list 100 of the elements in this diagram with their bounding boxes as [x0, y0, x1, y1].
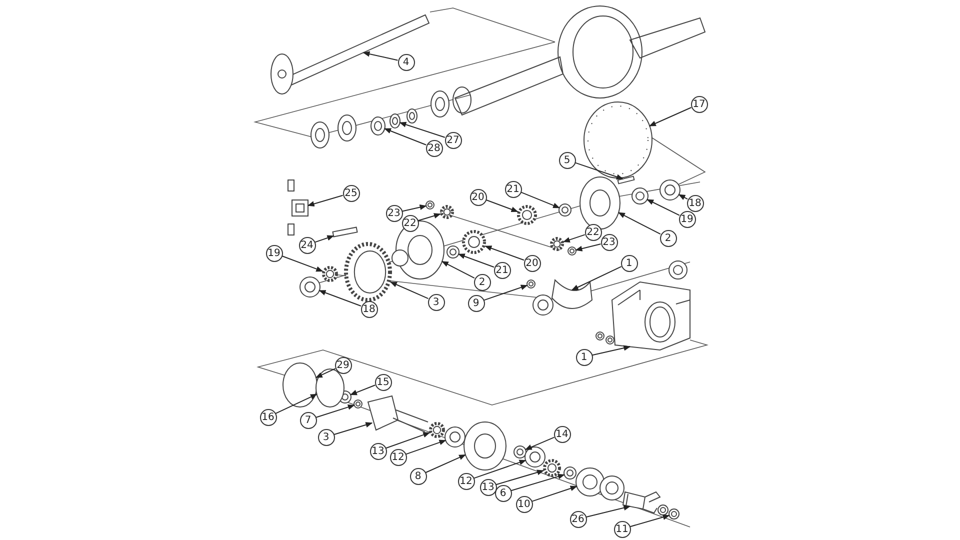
- leader-line: [520, 192, 560, 208]
- callout-number: 19: [678, 210, 696, 228]
- bearing: [370, 116, 386, 136]
- leader-line: [458, 254, 494, 268]
- bolt: [617, 176, 635, 184]
- leader-line: [648, 107, 692, 126]
- pinion-housing: [464, 422, 506, 470]
- axle-housing: [452, 6, 706, 116]
- callout-number: 1: [620, 254, 638, 272]
- callout-number: 12: [390, 448, 406, 466]
- leader-line: [402, 204, 427, 212]
- yoke: [622, 491, 661, 514]
- callout-number: 2: [660, 230, 676, 246]
- leader-line: [418, 213, 441, 222]
- leader-line: [282, 256, 324, 272]
- bearing-cup: [532, 294, 554, 316]
- leader-line: [386, 432, 430, 449]
- leader-line: [307, 194, 344, 207]
- bearing-cap: [552, 280, 592, 309]
- nut: [568, 246, 576, 256]
- callout-number: 8: [410, 468, 426, 484]
- leader-line: [510, 474, 565, 492]
- leader-line: [562, 234, 586, 242]
- callout-number: 13: [370, 442, 386, 460]
- callout-number: 22: [402, 214, 418, 232]
- gear: [517, 205, 537, 225]
- leader-line: [390, 282, 429, 300]
- leader-line: [315, 368, 336, 378]
- callout-number: 23: [386, 204, 402, 222]
- callout-number: 18: [360, 300, 378, 318]
- leader-line: [592, 345, 631, 356]
- seal-retainer: [430, 90, 450, 118]
- case-hub: [392, 250, 408, 266]
- ring-gear: [344, 242, 392, 302]
- bearing-cup: [524, 446, 546, 468]
- leader-line: [586, 505, 631, 518]
- washer: [390, 114, 400, 128]
- callout-number: 3: [318, 428, 334, 446]
- washer: [558, 204, 572, 216]
- nut: [668, 508, 680, 520]
- gasket: [584, 102, 652, 178]
- leader-line: [441, 260, 475, 279]
- gear: [462, 230, 486, 254]
- seal-retainer: [338, 114, 356, 142]
- callout-number: 1: [576, 348, 592, 366]
- leader-line: [384, 128, 427, 146]
- leader-line: [350, 384, 376, 396]
- leader-line: [314, 235, 334, 243]
- leader-line: [318, 290, 362, 306]
- leader-line: [532, 486, 578, 502]
- axle-shaft: [270, 14, 430, 94]
- leader-line: [496, 470, 544, 486]
- leader-line: [678, 194, 688, 200]
- leader-line: [630, 514, 670, 528]
- gear: [322, 266, 338, 282]
- leader-line: [474, 460, 526, 479]
- callout-number: 15: [374, 374, 392, 390]
- callout-number: 10: [516, 496, 532, 512]
- flange: [600, 476, 624, 500]
- callout-number: 12: [458, 472, 474, 490]
- bearing: [514, 446, 526, 458]
- leader-line: [334, 422, 373, 435]
- callout-number: 28: [426, 140, 442, 156]
- gear: [550, 237, 564, 251]
- gasket: [282, 362, 318, 408]
- gear: [440, 205, 454, 219]
- leader-line: [646, 199, 680, 216]
- callout-number: 20: [470, 188, 486, 206]
- callout-number: 5: [558, 152, 576, 168]
- callout-number: 9: [468, 294, 484, 312]
- washer: [564, 466, 576, 480]
- leader-line: [618, 212, 661, 235]
- callout-number: 29: [334, 356, 352, 374]
- callout-number: 7: [300, 412, 316, 428]
- callout-number: 22: [584, 224, 602, 240]
- washer: [446, 246, 460, 258]
- leader-line: [406, 440, 446, 455]
- callout-number: 14: [554, 426, 570, 442]
- callout-number: 20: [524, 254, 540, 272]
- callout-number: 2: [474, 274, 490, 290]
- leader-line: [484, 284, 528, 301]
- leader-line: [575, 244, 602, 252]
- carrier-housing: [612, 282, 690, 350]
- nut: [596, 332, 604, 340]
- callout-number: 13: [480, 478, 496, 496]
- nut: [354, 400, 362, 408]
- bearing: [429, 422, 445, 438]
- callout-number: 25: [342, 184, 360, 202]
- pinion-gear: [368, 395, 428, 432]
- bearing-cup: [444, 426, 466, 448]
- leader-line: [275, 394, 318, 414]
- leader-line: [316, 404, 355, 418]
- callout-number: 21: [504, 180, 522, 198]
- callout-number: 6: [494, 484, 512, 502]
- callout-number: 24: [298, 236, 316, 254]
- leader-line: [486, 199, 518, 212]
- seal-ring: [316, 368, 344, 408]
- bearing-cup: [300, 276, 320, 298]
- leader-line: [399, 122, 446, 138]
- leader-line: [571, 266, 622, 290]
